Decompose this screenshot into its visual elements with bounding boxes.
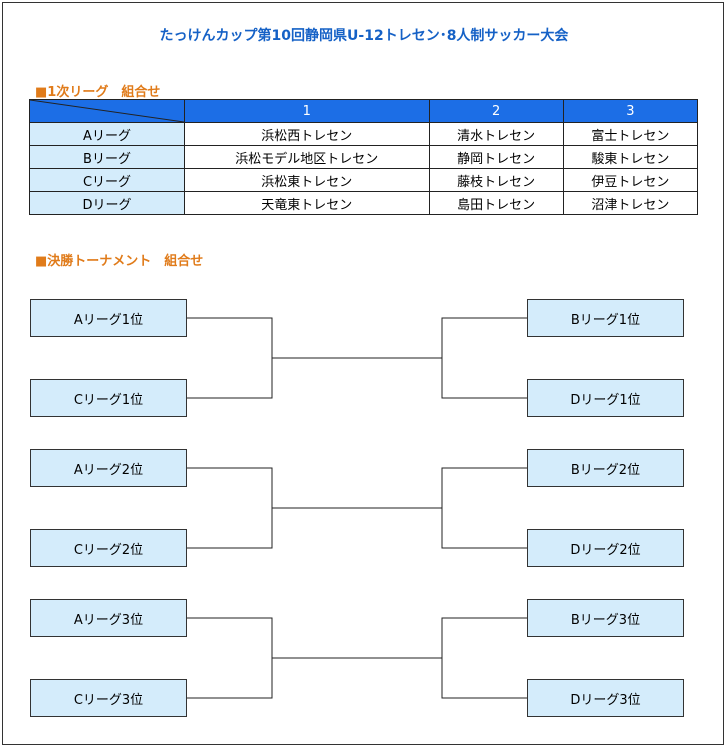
bracket-slot: Bリーグ1位 — [527, 299, 684, 337]
column-header-3: 3 — [562, 99, 699, 123]
team-cell: 藤枝トレセン — [428, 168, 564, 192]
league-row-a: Aリーグ 浜松西トレセン 清水トレセン 富士トレセン — [29, 122, 699, 146]
league-row-b: Bリーグ 浜松モデル地区トレセン 静岡トレセン 駿東トレセン — [29, 145, 699, 169]
league-header-row: 1 2 3 — [29, 99, 699, 123]
bracket-slot: Dリーグ1位 — [527, 379, 684, 417]
league-heading: ■1次リーグ 組合せ — [35, 85, 161, 100]
bracket-slot: Bリーグ2位 — [527, 449, 684, 487]
corner-cell — [29, 99, 185, 123]
league-label: Cリーグ — [29, 168, 185, 192]
bracket-slot: Aリーグ3位 — [30, 599, 187, 637]
team-cell: 浜松東トレセン — [184, 168, 430, 192]
team-cell: 天竜東トレセン — [184, 191, 430, 215]
team-cell: 浜松モデル地区トレセン — [184, 145, 430, 169]
league-label: Aリーグ — [29, 122, 185, 146]
league-row-c: Cリーグ 浜松東トレセン 藤枝トレセン 伊豆トレセン — [29, 168, 699, 192]
league-label: Bリーグ — [29, 145, 185, 169]
bracket-slot: Aリーグ1位 — [30, 299, 187, 337]
team-cell: 沼津トレセン — [562, 191, 699, 215]
column-header-2: 2 — [428, 99, 564, 123]
team-cell: 伊豆トレセン — [562, 168, 699, 192]
team-cell: 清水トレセン — [428, 122, 564, 146]
team-cell: 島田トレセン — [428, 191, 564, 215]
bracket-slot: Cリーグ2位 — [30, 529, 187, 567]
page-title: たっけんカップ第10回静岡県U-12トレセン･8人制サッカー大会 — [159, 28, 569, 44]
bracket-slot: Dリーグ2位 — [527, 529, 684, 567]
bracket-slot: Aリーグ2位 — [30, 449, 187, 487]
team-cell: 駿東トレセン — [562, 145, 699, 169]
bracket-slot: Bリーグ3位 — [527, 599, 684, 637]
team-cell: 浜松西トレセン — [184, 122, 430, 146]
team-cell: 静岡トレセン — [428, 145, 564, 169]
bracket-slot: Dリーグ3位 — [527, 679, 684, 717]
team-cell: 富士トレセン — [562, 122, 699, 146]
league-label: Dリーグ — [29, 191, 185, 215]
league-table: 1 2 3 Aリーグ 浜松西トレセン 清水トレセン 富士トレセン Bリーグ 浜松… — [29, 99, 699, 215]
league-row-d: Dリーグ 天竜東トレセン 島田トレセン 沼津トレセン — [29, 191, 699, 215]
tournament-heading: ■決勝トーナメント 組合せ — [35, 254, 204, 269]
column-header-1: 1 — [184, 99, 430, 123]
bracket-slot: Cリーグ1位 — [30, 379, 187, 417]
bracket-slot: Cリーグ3位 — [30, 679, 187, 717]
